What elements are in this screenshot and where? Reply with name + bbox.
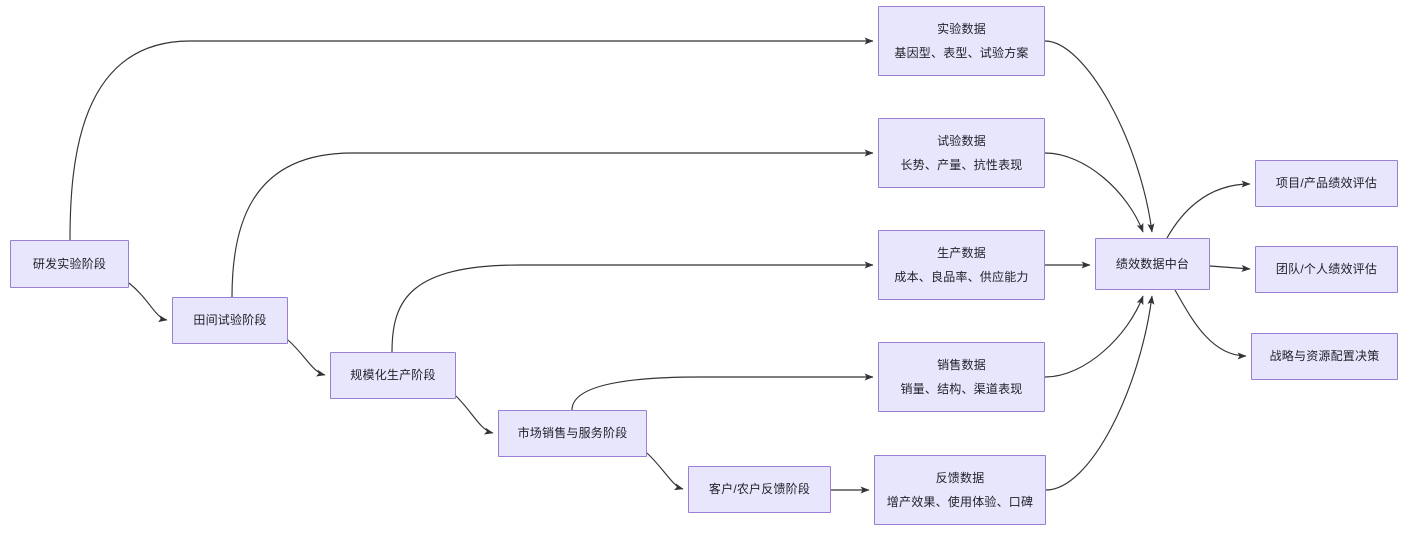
data-sales[interactable]: 销售数据销量、结构、渠道表现: [878, 342, 1045, 412]
edge-rd-to-field: [128, 282, 168, 323]
data-feedback-subtitle: 增产效果、使用体验、口碑: [886, 494, 1034, 509]
data-production-title: 生产数据: [937, 245, 986, 260]
stage-customer-farmer-feedback[interactable]: 客户/农户反馈阶段: [688, 466, 831, 513]
performance-data-hub-title: 绩效数据中台: [1115, 256, 1190, 271]
data-sales-title: 销售数据: [937, 357, 986, 372]
stage-customer-farmer-feedback-title: 客户/农户反馈阶段: [708, 482, 811, 496]
data-trial[interactable]: 试验数据长势、产量、抗性表现: [878, 118, 1045, 188]
stage-market-sales-service[interactable]: 市场销售与服务阶段: [498, 410, 647, 457]
edge-field-to-scale: [287, 339, 326, 377]
data-experiment-subtitle: 基因型、表型、试验方案: [894, 45, 1029, 60]
outcome-project-product-evaluation[interactable]: 项目/产品绩效评估: [1255, 160, 1398, 207]
stage-rd-lab[interactable]: 研发实验阶段: [10, 240, 129, 288]
edge-rd-to-data-experiment: [69, 37, 874, 241]
data-feedback[interactable]: 反馈数据增产效果、使用体验、口碑: [874, 455, 1046, 525]
edge-market-to-feedback: [646, 452, 684, 491]
data-production-subtitle: 成本、良品率、供应能力: [894, 269, 1029, 284]
data-trial-subtitle: 长势、产量、抗性表现: [900, 157, 1023, 172]
stage-market-sales-service-title: 市场销售与服务阶段: [517, 426, 628, 440]
edge-market-to-data-sales: [571, 373, 874, 411]
data-trial-title: 试验数据: [937, 133, 986, 148]
performance-data-hub[interactable]: 绩效数据中台: [1095, 238, 1210, 290]
outcome-team-individual-evaluation[interactable]: 团队/个人绩效评估: [1255, 246, 1398, 293]
edge-hub-to-strategy: [1174, 289, 1247, 360]
edge-data-trial-to-hub: [1044, 152, 1144, 233]
edge-field-to-data-trial: [231, 149, 874, 298]
data-feedback-title: 反馈数据: [935, 470, 985, 485]
data-production[interactable]: 生产数据成本、良品率、供应能力: [878, 230, 1045, 300]
outcome-team-individual-evaluation-title: 团队/个人绩效评估: [1275, 262, 1378, 276]
stage-field-trial[interactable]: 田间试验阶段: [172, 297, 288, 344]
stage-field-trial-title: 田间试验阶段: [193, 313, 267, 327]
edge-hub-to-team: [1209, 264, 1251, 272]
stage-scale-production-title: 规模化生产阶段: [350, 368, 436, 382]
data-experiment[interactable]: 实验数据基因型、表型、试验方案: [878, 6, 1045, 76]
edge-data-experiment-to-hub: [1044, 40, 1155, 233]
outcome-project-product-evaluation-title: 项目/产品绩效评估: [1275, 176, 1378, 190]
edge-data-sales-to-hub: [1044, 295, 1144, 378]
edge-hub-to-project: [1166, 180, 1251, 239]
stage-scale-production[interactable]: 规模化生产阶段: [330, 352, 456, 399]
data-experiment-title: 实验数据: [937, 21, 986, 36]
edge-scale-to-data-production: [391, 261, 874, 353]
outcome-strategy-resource-decision-title: 战略与资源配置决策: [1269, 349, 1380, 363]
outcome-strategy-resource-decision[interactable]: 战略与资源配置决策: [1251, 333, 1398, 380]
edge-scale-to-market: [455, 395, 494, 435]
edge-data-feedback-to-hub: [1045, 295, 1155, 491]
data-sales-subtitle: 销量、结构、渠道表现: [900, 381, 1023, 396]
stage-rd-lab-title: 研发实验阶段: [32, 256, 107, 271]
edge-group: [69, 37, 1251, 494]
